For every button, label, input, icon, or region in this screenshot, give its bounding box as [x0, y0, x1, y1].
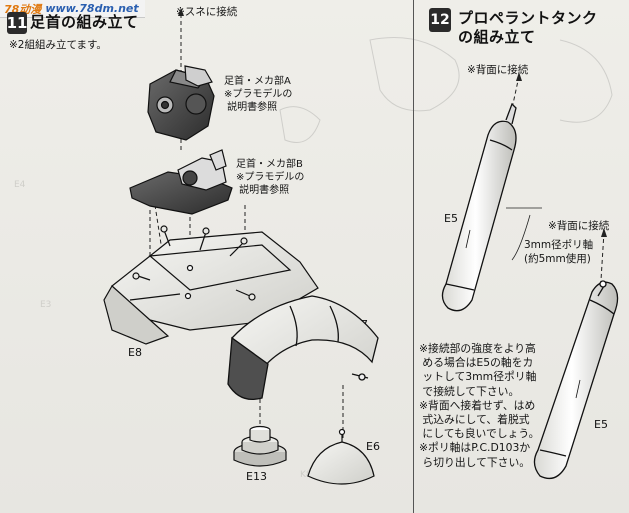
arrow-up-icon: [601, 228, 607, 237]
ghost-text: E4: [14, 180, 26, 190]
column-divider: [413, 0, 414, 513]
label-part-b: 足首・メカ部B ※プラモデルの 説明書参照: [236, 159, 305, 196]
mech-part-b: [129, 149, 233, 215]
arrow-up-icon: [178, 8, 184, 16]
part-id-e5-top: E5: [444, 212, 458, 225]
arrow-up-icon: [516, 72, 522, 81]
step-12-title: プロペラントタンク の組み立て: [458, 9, 598, 46]
note-back-connect-2: ※背面に接続: [548, 220, 610, 232]
watermark-url: www.78dm.net: [45, 2, 139, 15]
step-11-badge: 11: [6, 12, 28, 34]
step-12-badge: 12: [429, 8, 451, 32]
step-11-title: 足首の組み立て: [30, 13, 139, 31]
ghost-drawing: [279, 37, 613, 143]
pin-set: [132, 225, 256, 301]
label-part-a: 足首・メカ部A ※プラモデルの 説明書参照: [224, 76, 293, 113]
foot-dome-e6: [307, 428, 375, 485]
note-connect-shin: ※スネに接続: [176, 6, 238, 18]
note-back-connect-1: ※背面に接続: [467, 64, 529, 76]
part-id-e8: E8: [128, 346, 142, 359]
foot-cap-e13: [233, 425, 287, 467]
mech-part-a: [147, 65, 215, 141]
part-id-e6: E6: [366, 440, 380, 453]
ghost-text: E3: [40, 300, 52, 310]
leg-frame-e8: [103, 231, 319, 345]
propellant-tank-upper: [441, 102, 517, 312]
part-id-e13: E13: [246, 470, 267, 483]
ghost-text: K8: [300, 470, 312, 480]
part-id-e5-bottom: E5: [594, 418, 608, 431]
instruction-notes: ※接続部の強度をより高 める場合はE5の軸をカ ットして3mm径ポリ軸 で接続し…: [419, 342, 540, 469]
note-assemble-two: ※2組組み立てます。: [9, 39, 107, 51]
propellant-tank-lower: [533, 280, 619, 480]
tank-guides: [506, 75, 605, 297]
armor-shell-e7: [227, 295, 379, 401]
label-poly-cap: 3mm径ポリ軸 (約5mm使用): [524, 239, 594, 265]
